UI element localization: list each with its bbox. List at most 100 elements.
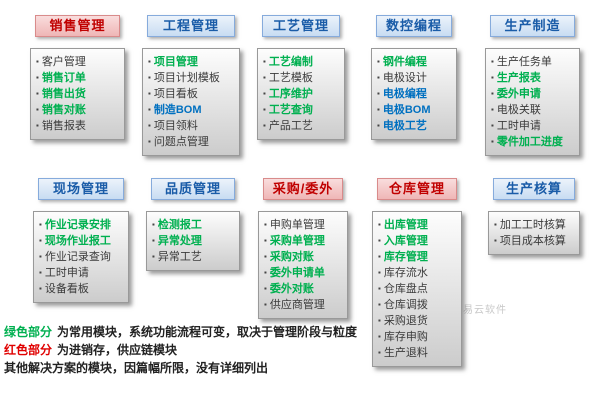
- module-item: ▪ 采购退货: [377, 313, 457, 329]
- module-item: ▪ 采购对账: [263, 249, 343, 265]
- bullet-icon: ▪: [377, 57, 380, 66]
- module-item: ▪ 入库管理: [377, 233, 457, 249]
- module-item-label: 项目看板: [153, 88, 198, 100]
- module-item-label: 销售对账: [41, 104, 86, 116]
- bullet-icon: ▪: [263, 89, 266, 98]
- module-item-label: 仓库盘点: [383, 283, 428, 295]
- module-list: ▪ 钢件编程 ▪ 电极设计 ▪ 电极编程 ▪ 电极BOM ▪ 电极工艺: [371, 48, 457, 140]
- bullet-icon: ▪: [378, 348, 381, 357]
- module-item-label: 加工工时核算: [499, 219, 566, 231]
- module-group-title: 仓库管理: [377, 178, 457, 200]
- module-item-label: 工艺模板: [268, 72, 313, 84]
- module-item-label: 电极工艺: [382, 120, 427, 132]
- module-group-2: 工艺管理 ▪ 工艺编制 ▪ 工艺模板 ▪ 工序维护 ▪ 工艺查询 ▪ 产品工艺: [257, 15, 345, 140]
- module-item: ▪ 加工工时核算: [493, 217, 575, 233]
- bullet-icon: ▪: [39, 268, 42, 277]
- module-group-title: 工程管理: [147, 15, 235, 37]
- bullet-icon: ▪: [494, 236, 497, 245]
- module-item-label: 电极编程: [382, 88, 427, 100]
- bullet-icon: ▪: [378, 220, 381, 229]
- module-item: ▪ 电极工艺: [376, 118, 452, 134]
- module-item-label: 工艺查询: [268, 104, 313, 116]
- module-item: ▪ 采购单管理: [263, 233, 343, 249]
- module-item-label: 采购单管理: [269, 235, 325, 247]
- bullet-icon: ▪: [264, 300, 267, 309]
- bullet-icon: ▪: [377, 121, 380, 130]
- module-item-label: 项目管理: [153, 56, 198, 68]
- module-item: ▪ 销售对账: [35, 102, 120, 118]
- module-list: ▪ 项目管理 ▪ 项目计划模板 ▪ 项目看板 ▪ 制造BOM ▪ 项目领料 ▪ …: [142, 48, 240, 156]
- module-item-label: 生产任务单: [496, 56, 552, 68]
- legend-red-term: 红色部分: [4, 343, 53, 357]
- module-item: ▪ 项目成本核算: [493, 233, 575, 249]
- module-item: ▪ 项目管理: [147, 54, 235, 70]
- module-list: ▪ 工艺编制 ▪ 工艺模板 ▪ 工序维护 ▪ 工艺查询 ▪ 产品工艺: [257, 48, 345, 140]
- module-group-title: 工艺管理: [262, 15, 340, 37]
- module-list: ▪ 检测报工 ▪ 异常处理 ▪ 异常工艺: [146, 211, 240, 271]
- bullet-icon: ▪: [152, 252, 155, 261]
- module-item-label: 项目计划模板: [153, 72, 220, 84]
- module-item-label: 销售报表: [41, 120, 86, 132]
- bullet-icon: ▪: [148, 137, 151, 146]
- module-item: ▪ 问题点管理: [147, 134, 235, 150]
- bullet-icon: ▪: [378, 236, 381, 245]
- module-item: ▪ 产品工艺: [262, 118, 340, 134]
- bullet-icon: ▪: [491, 121, 494, 130]
- module-item-label: 申购单管理: [269, 219, 325, 231]
- bullet-icon: ▪: [39, 284, 42, 293]
- module-list: ▪ 申购单管理 ▪ 采购单管理 ▪ 采购对账 ▪ 委外申请单 ▪ 委外对账 ▪ …: [258, 211, 348, 319]
- bullet-icon: ▪: [263, 105, 266, 114]
- module-group-1: 工程管理 ▪ 项目管理 ▪ 项目计划模板 ▪ 项目看板 ▪ 制造BOM ▪ 项目…: [142, 15, 240, 156]
- bullet-icon: ▪: [152, 220, 155, 229]
- legend-line-red: 红色部分为进销存，供应链模块: [4, 341, 177, 358]
- bullet-icon: ▪: [148, 57, 151, 66]
- bullet-icon: ▪: [152, 236, 155, 245]
- module-item-label: 生产退料: [383, 347, 428, 359]
- bullet-icon: ▪: [378, 284, 381, 293]
- module-item-label: 库存申购: [383, 331, 428, 343]
- legend-line-green: 绿色部分为常用模块，系统功能流程可变，取决于管理阶段与粒度: [4, 323, 357, 340]
- module-item: ▪ 委外申请: [490, 86, 575, 102]
- legend-line-other: 其他解决方案的模块，因篇幅所限，没有详细列出: [4, 359, 268, 376]
- bullet-icon: ▪: [263, 73, 266, 82]
- module-item: ▪ 工时申请: [38, 265, 124, 281]
- bullet-icon: ▪: [494, 220, 497, 229]
- module-item: ▪ 供应商管理: [263, 297, 343, 313]
- module-item-label: 钢件编程: [382, 56, 427, 68]
- module-item: ▪ 现场作业报工: [38, 233, 124, 249]
- bullet-icon: ▪: [378, 252, 381, 261]
- module-item-label: 作业记录查询: [44, 251, 111, 263]
- bullet-icon: ▪: [148, 73, 151, 82]
- module-item: ▪ 出库管理: [377, 217, 457, 233]
- module-item: ▪ 设备看板: [38, 281, 124, 297]
- module-item: ▪ 工序维护: [262, 86, 340, 102]
- module-item-label: 库存流水: [383, 267, 428, 279]
- module-item: ▪ 项目计划模板: [147, 70, 235, 86]
- module-group-title: 现场管理: [38, 178, 124, 200]
- module-item-label: 电极关联: [496, 104, 541, 116]
- bullet-icon: ▪: [491, 73, 494, 82]
- bullet-icon: ▪: [39, 236, 42, 245]
- bullet-icon: ▪: [378, 268, 381, 277]
- module-item-label: 生产报表: [496, 72, 541, 84]
- bullet-icon: ▪: [36, 121, 39, 130]
- bullet-icon: ▪: [36, 57, 39, 66]
- module-item-label: 采购退货: [383, 315, 428, 327]
- module-item-label: 项目领料: [153, 120, 198, 132]
- module-item-label: 工序维护: [268, 88, 313, 100]
- module-item: ▪ 项目领料: [147, 118, 235, 134]
- module-item-label: 工艺编制: [268, 56, 313, 68]
- bullet-icon: ▪: [39, 252, 42, 261]
- bullet-icon: ▪: [264, 284, 267, 293]
- module-item: ▪ 制造BOM: [147, 102, 235, 118]
- bullet-icon: ▪: [36, 105, 39, 114]
- module-item-label: 委外申请单: [269, 267, 325, 279]
- module-group-3: 数控编程 ▪ 钢件编程 ▪ 电极设计 ▪ 电极编程 ▪ 电极BOM ▪ 电极工艺: [371, 15, 457, 140]
- module-item: ▪ 电极BOM: [376, 102, 452, 118]
- legend-other-text: 其他解决方案的模块，因篇幅所限，没有详细列出: [4, 361, 269, 375]
- bullet-icon: ▪: [378, 332, 381, 341]
- module-item: ▪ 异常工艺: [151, 249, 235, 265]
- module-item-label: 入库管理: [383, 235, 428, 247]
- module-item: ▪ 委外对账: [263, 281, 343, 297]
